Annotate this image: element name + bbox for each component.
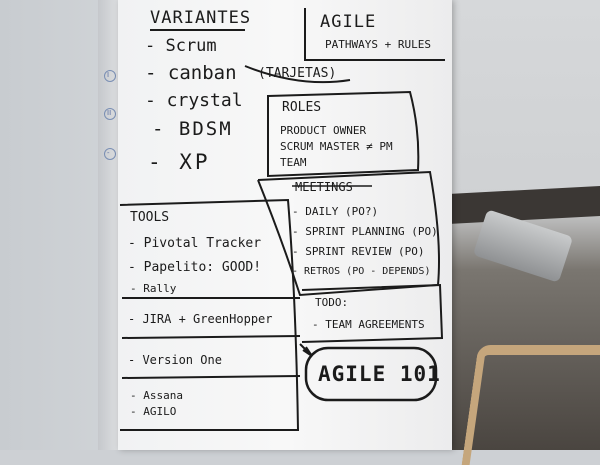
tool-item: - Assana [130,389,183,402]
variante-item: - canban [145,62,237,84]
meeting-item: - DAILY (PO?) [292,205,379,218]
variante-item: - BDSM [152,118,233,140]
tool-item: - Papelito: GOOD! [128,260,262,275]
tools-title: TOOLS [130,210,170,225]
margin-mark: - [104,148,116,160]
agile-subtitle: PATHWAYS + RULES [325,38,431,51]
chair [461,345,600,465]
role-item: PRODUCT OWNER [280,124,367,137]
role-item: TEAM [280,156,307,169]
role-item: SCRUM MASTER ≠ PM [280,140,393,153]
meetings-title: MEETINGS [295,180,353,194]
tool-item: - Rally [130,282,177,295]
tool-item: - Version One [128,353,222,367]
margin-mark: II [104,108,116,120]
margin-mark: I [104,70,116,82]
agile-101-banner: AGILE 101 [318,362,441,386]
roles-title: ROLES [282,100,322,115]
todo-title: TODO: [315,296,349,309]
todo-item: - TEAM AGREEMENTS [312,318,425,331]
variantes-title: VARIANTES [150,8,252,28]
meeting-item: - SPRINT PLANNING (PO) [292,225,438,238]
agile-title: AGILE [320,12,377,32]
variante-item: - crystal [145,90,243,111]
tool-item: - Pivotal Tracker [128,236,262,251]
variante-note: (TARJETAS) [258,66,337,81]
tool-item: - JIRA + GreenHopper [128,312,273,326]
meeting-item: - RETROS (PO - DEPENDS) [292,266,431,277]
meeting-item: - SPRINT REVIEW (PO) [292,245,425,258]
tool-item: - AGILO [130,405,177,418]
variante-item: - Scrum [145,36,217,56]
variante-item: - XP [148,150,211,174]
